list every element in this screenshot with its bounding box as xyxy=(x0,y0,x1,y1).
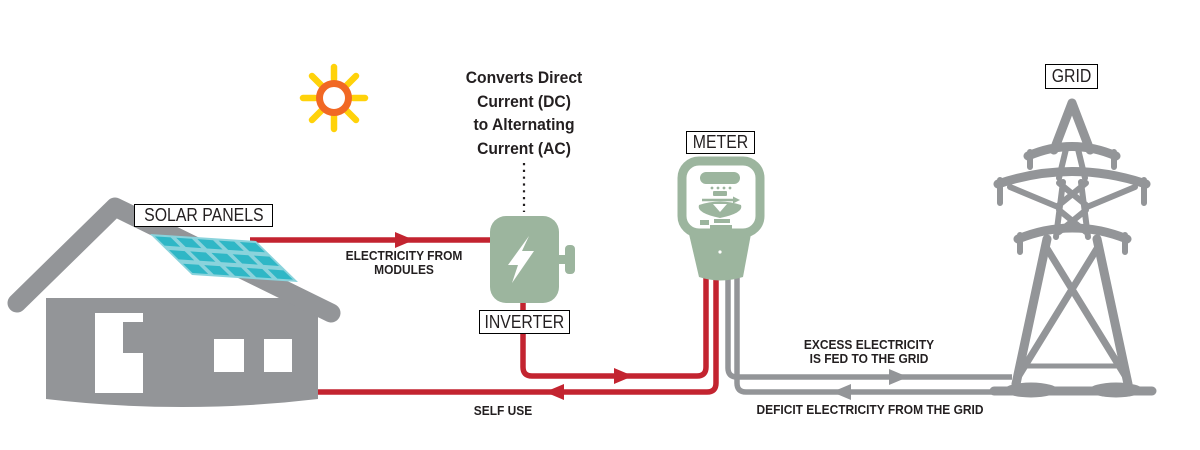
flow-lines xyxy=(250,232,1012,400)
inverter-to-meter-arrowhead-icon xyxy=(614,368,633,384)
excess-flow-label: EXCESS ELECTRICITY IS FED TO THE GRID xyxy=(803,337,935,366)
gable xyxy=(50,228,305,300)
grid-label: GRID xyxy=(1045,64,1098,89)
solar-panels-label: SOLAR PANELS xyxy=(134,204,273,227)
inverter-label: INVERTER xyxy=(479,310,570,334)
window-right xyxy=(264,339,292,372)
window-left xyxy=(214,339,244,372)
inverter-connector-stem xyxy=(555,255,569,264)
inverter-note: Converts Direct Current (DC) to Alternat… xyxy=(465,68,583,158)
solar-panel-icon xyxy=(150,234,299,283)
grid-tower-icon xyxy=(989,98,1157,398)
door-notch xyxy=(123,322,144,353)
sun-icon xyxy=(299,63,369,133)
meter-icon xyxy=(677,156,765,281)
modules-flow-label: ELECTRICITY FROM MODULES xyxy=(345,248,463,277)
meter-body xyxy=(689,234,751,281)
deficit-flow-line xyxy=(734,268,1005,395)
self-use-flow-label: SELF USE xyxy=(473,403,533,418)
inverter-connector-bar xyxy=(565,245,575,274)
deficit-flow-label: DEFICIT ELECTRICITY FROM THE GRID xyxy=(756,402,984,417)
self-use-flow-line xyxy=(316,268,719,395)
lightning-bolt-icon xyxy=(508,236,534,283)
inverter-icon xyxy=(490,216,575,303)
self-use-arrowhead-icon xyxy=(545,384,564,400)
modules-arrowhead-icon xyxy=(395,232,414,248)
deficit-arrowhead-icon xyxy=(832,384,851,400)
house-icon xyxy=(7,197,341,407)
meter-label: METER xyxy=(686,131,755,154)
excess-arrowhead-icon xyxy=(889,369,908,385)
